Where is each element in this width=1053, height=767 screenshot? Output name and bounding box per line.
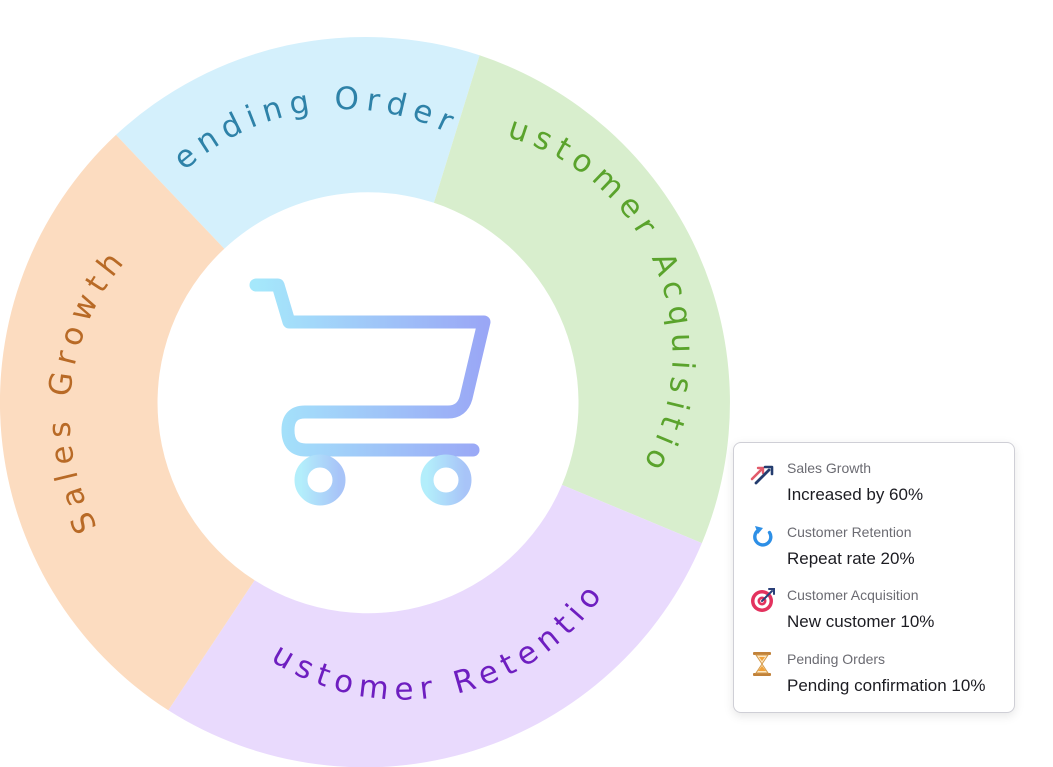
legend-title: Customer Acquisition: [787, 587, 919, 603]
legend-title: Customer Retention: [787, 523, 912, 540]
refresh-icon: [753, 525, 773, 547]
target-icon: [751, 588, 775, 612]
legend-item-customer-acquisition: Customer Acquisition New customer 10%: [748, 586, 1000, 650]
trend-arrows-icon: [750, 465, 774, 485]
legend-item-sales-growth: Sales Growth Increased by 60%: [748, 459, 1000, 523]
legend-value: New customer 10%: [787, 612, 935, 631]
legend-card: Sales Growth Increased by 60% Customer R…: [733, 442, 1015, 713]
segment-pending-orders: [116, 36, 480, 249]
legend-value: Repeat rate 20%: [787, 548, 915, 568]
legend-value: Increased by 60%: [787, 485, 924, 504]
hourglass-icon: [753, 651, 771, 676]
shopping-cart-icon: [239, 278, 491, 506]
legend-item-customer-retention: Customer Retention Repeat rate 20%: [748, 523, 1000, 587]
legend-title: Sales Growth: [787, 460, 872, 476]
legend-item-pending-orders: Pending Orders Pending confirmation 10%: [748, 650, 1000, 714]
legend-value: Pending confirmation 10%: [787, 675, 986, 695]
segment-customer-acquisition: [433, 55, 730, 544]
legend-title: Pending Orders: [787, 650, 886, 667]
segment-customer-retention: [168, 484, 702, 767]
segment-sales-growth: [0, 134, 255, 711]
